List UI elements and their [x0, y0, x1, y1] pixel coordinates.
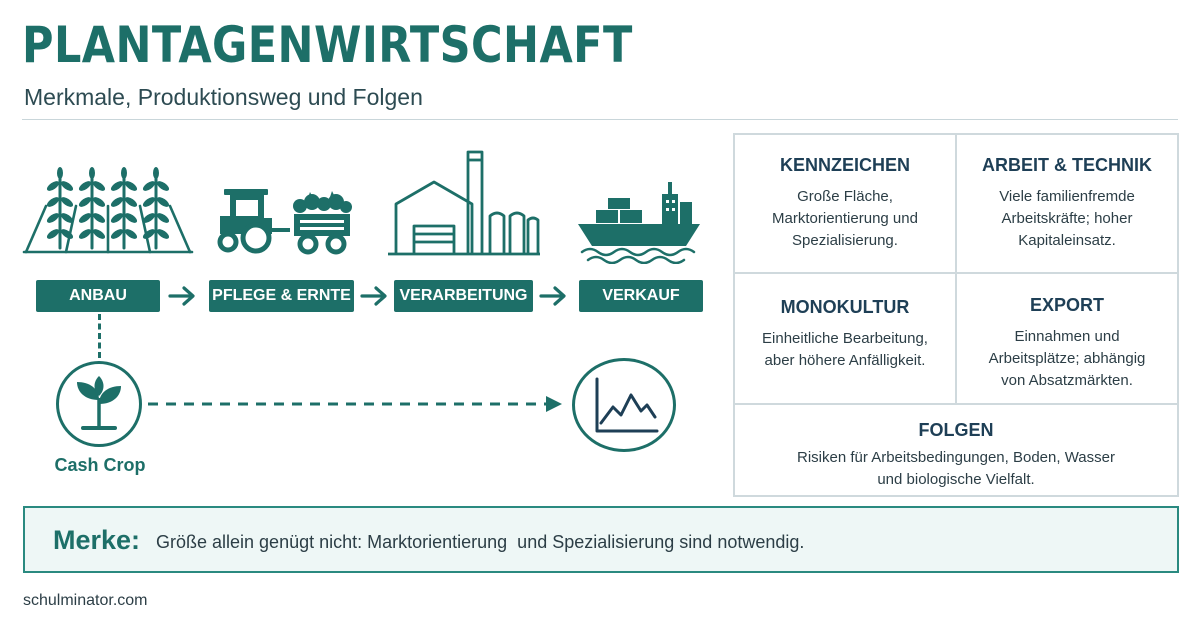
card-text: Einheitliche Bearbeitung,: [762, 330, 928, 347]
grid-divider: [955, 135, 957, 405]
card-text: Risiken für Arbeitsbedingungen, Boden, W…: [797, 449, 1115, 466]
step-verarbeitung: VERARBEITUNG: [394, 280, 533, 312]
card-export: EXPORT Einnahmen und Arbeitsplätze; abhä…: [957, 295, 1177, 392]
card-kennzeichen: KENNZEICHEN Große Fläche, Marktorientier…: [735, 155, 955, 252]
card-title: ARBEIT & TECHNIK: [982, 155, 1152, 175]
card-text: Einnahmen und: [1014, 328, 1120, 345]
merke-label: Merke:: [53, 525, 141, 555]
grid-divider: [735, 272, 1177, 274]
card-title: FOLGEN: [918, 420, 994, 440]
price-chart-circle: [572, 358, 676, 452]
card-text: Spezialisierung.: [792, 232, 898, 249]
card-title: KENNZEICHEN: [779, 155, 910, 175]
dashed-arrow-icon: [148, 396, 562, 412]
sprout-icon: [77, 376, 121, 430]
card-text: Arbeitsplätze; abhängig: [988, 350, 1146, 367]
factory-icon: [388, 150, 540, 256]
step-verkauf: VERKAUF: [579, 280, 703, 312]
page-title: PLANTAGENWIRTSCHAFT: [22, 16, 633, 74]
card-text: aber höhere Anfälligkeit.: [764, 352, 926, 369]
cash-crop-label: Cash Crop: [54, 455, 146, 475]
step-anbau: ANBAU: [36, 280, 160, 312]
card-text: und biologische Vielfalt.: [877, 471, 1035, 488]
card-arbeit-technik: ARBEIT & TECHNIK Viele familienfremde Ar…: [957, 155, 1177, 252]
card-text: Große Fläche,: [797, 188, 893, 205]
card-title: EXPORT: [1029, 295, 1104, 315]
dashed-connector-vertical: [98, 314, 101, 358]
merke-text: Größe allein genügt nicht: Marktorientie…: [156, 532, 805, 552]
arrow-right-icon: [168, 286, 195, 306]
card-text: Arbeitskräfte; hoher: [1001, 210, 1133, 227]
merke-box: Merke: Größe allein genügt nicht: Markto…: [23, 506, 1179, 573]
card-monokultur: MONOKULTUR Einheitliche Bearbeitung, abe…: [735, 297, 955, 372]
page-subtitle: Merkmale, Produktionsweg und Folgen: [24, 84, 423, 110]
footer-source: schulminator.com: [23, 592, 148, 609]
price-fluctuation-chart-icon: [595, 377, 659, 433]
arrow-right-icon: [360, 286, 387, 306]
info-grid: KENNZEICHEN Große Fläche, Marktorientier…: [733, 133, 1179, 497]
arrow-right-icon: [539, 286, 566, 306]
tractor-trailer-icon: [217, 189, 352, 255]
grid-divider: [735, 403, 1177, 405]
card-text: Marktorientierung und: [772, 210, 918, 227]
cargo-ship-icon: [578, 182, 700, 264]
cash-crop-circle: [56, 361, 142, 447]
card-title: MONOKULTUR: [780, 297, 910, 317]
step-pflege-ernte: PFLEGE & ERNTE: [209, 280, 354, 312]
card-text: Kapitaleinsatz.: [1018, 232, 1116, 249]
card-folgen: FOLGEN Risiken für Arbeitsbedingungen, B…: [735, 420, 1177, 491]
field-plants-icon: [22, 167, 194, 254]
card-text: Viele familienfremde: [999, 188, 1135, 205]
card-text: von Absatzmärkten.: [1001, 372, 1133, 389]
header-divider: [22, 119, 1178, 120]
